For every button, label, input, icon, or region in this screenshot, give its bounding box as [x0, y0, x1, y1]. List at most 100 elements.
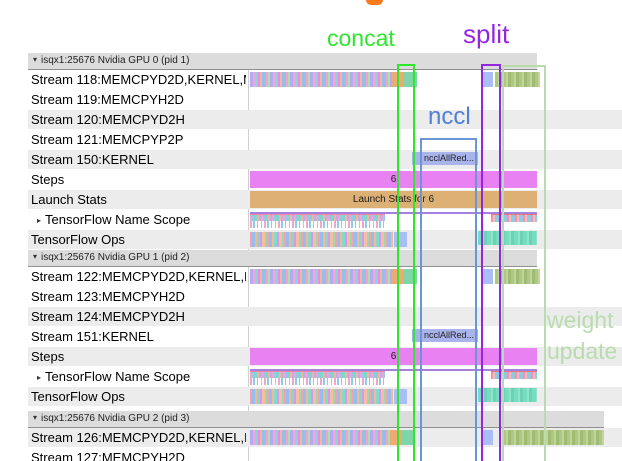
- track-row-label[interactable]: Stream 119:MEMCPYH2D: [31, 92, 246, 109]
- gpu-section-header[interactable]: ▾isqx1:25676 Nvidia GPU 0 (pid 1): [28, 53, 537, 70]
- expand-triangle-icon[interactable]: ▸: [37, 373, 42, 382]
- track-row-label-text: Stream 122:MEMCPYD2D,KERNEL,MI: [31, 269, 246, 284]
- track-row-label-text: Stream 151:KERNEL: [31, 329, 154, 344]
- trace-event-segment-dense[interactable]: [250, 72, 392, 87]
- track-row-label-text: Stream 121:MEMCPYP2P: [31, 132, 184, 147]
- concat-annotation-box: [397, 64, 415, 461]
- row-zebra-stripe: [28, 307, 622, 326]
- track-row-label[interactable]: Stream 127:MEMCPYH2D: [31, 450, 246, 461]
- track-row: Stream 123:MEMCPYH2D: [0, 287, 622, 307]
- gpu-section-header[interactable]: ▾isqx1:25676 Nvidia GPU 2 (pid 3): [28, 411, 604, 428]
- track-row-label-text: Stream 126:MEMCPYD2D,KERNEL,MI: [31, 430, 246, 445]
- track-row-label[interactable]: TensorFlow Ops: [31, 389, 246, 406]
- collapse-triangle-icon[interactable]: ▾: [33, 252, 38, 261]
- track-row: Stream 118:MEMCPYD2D,KERNEL,ME: [0, 70, 622, 90]
- trace-event-segment-teal[interactable]: [401, 430, 413, 445]
- track-row-label[interactable]: ▸TensorFlow Name Scope: [37, 212, 252, 229]
- track-row-label[interactable]: Stream 126:MEMCPYD2D,KERNEL,MI: [31, 430, 246, 447]
- track-row: Steps 6: [0, 170, 622, 190]
- track-row: ▸TensorFlow Name Scope: [0, 210, 622, 230]
- track-row-label[interactable]: Stream 121:MEMCPYP2P: [31, 132, 246, 149]
- nccl-annotation-label: nccl: [428, 103, 471, 130]
- track-row: Stream 121:MEMCPYP2P: [0, 130, 622, 150]
- track-row: Stream 124:MEMCPYD2H: [0, 307, 622, 327]
- track-row-label-text: Stream 124:MEMCPYD2H: [31, 309, 185, 324]
- gpu-section-header-label: ▾isqx1:25676 Nvidia GPU 1 (pid 2): [33, 252, 189, 263]
- name-scope-span-line[interactable]: [250, 212, 537, 214]
- gpu-section-header[interactable]: ▾isqx1:25676 Nvidia GPU 1 (pid 2): [28, 250, 537, 267]
- track-row-label-text: TensorFlow Ops: [31, 389, 125, 404]
- trace-event-segment-dense[interactable]: [250, 430, 390, 445]
- steps-bar-label: 6: [390, 174, 397, 185]
- gpu-section-header-text: isqx1:25676 Nvidia GPU 2 (pid 3): [41, 413, 190, 424]
- track-row-label[interactable]: Launch Stats: [31, 192, 246, 209]
- track-row-label[interactable]: Steps: [31, 172, 246, 189]
- track-row: TensorFlow Ops: [0, 387, 622, 407]
- name-scope-right-chunk[interactable]: [491, 214, 537, 222]
- trace-event-segment-blue[interactable]: [481, 269, 493, 284]
- track-row-label[interactable]: TensorFlow Ops: [31, 232, 246, 249]
- trace-event-segment-blue[interactable]: [481, 72, 493, 87]
- name-scope-icicle-bottom: [250, 378, 385, 385]
- trace-event-segment-greenstripe[interactable]: [495, 72, 540, 87]
- trace-event-segment-greenstripe[interactable]: [495, 269, 540, 284]
- gpu-section-header-label: ▾isqx1:25676 Nvidia GPU 0 (pid 1): [33, 55, 189, 66]
- track-row-label-text: TensorFlow Name Scope: [45, 212, 191, 227]
- track-row-label[interactable]: Stream 120:MEMCPYD2H: [31, 112, 246, 129]
- expand-triangle-icon[interactable]: ▸: [37, 216, 42, 225]
- track-row: Stream 120:MEMCPYD2H: [0, 110, 622, 130]
- launch-stats-bar[interactable]: [250, 191, 537, 208]
- track-row-label-text: Stream 119:MEMCPYH2D: [31, 92, 184, 107]
- track-row-label-text: Stream 127:MEMCPYH2D: [31, 450, 185, 461]
- track-row-label[interactable]: Stream 122:MEMCPYD2D,KERNEL,MI: [31, 269, 246, 286]
- trace-event-segment-blue[interactable]: [481, 430, 493, 445]
- track-row-label-text: Stream 150:KERNEL: [31, 152, 154, 167]
- gpu-section-header-label: ▾isqx1:25676 Nvidia GPU 2 (pid 3): [33, 413, 189, 424]
- launch-stats-bar-label: Launch Stats for 6: [352, 194, 435, 205]
- nccl-allreduce-event-bar[interactable]: ncclAllRed...: [412, 329, 478, 342]
- split-annotation-label: split: [463, 19, 510, 49]
- track-row: Stream 119:MEMCPYH2D: [0, 90, 622, 110]
- track-row-label[interactable]: Stream 123:MEMCPYH2D: [31, 289, 246, 306]
- collapse-triangle-icon[interactable]: ▾: [33, 55, 38, 64]
- track-row-label[interactable]: Stream 150:KERNEL: [31, 152, 246, 169]
- trace-event-segment-orange[interactable]: [390, 430, 401, 445]
- name-scope-span-line[interactable]: [250, 369, 537, 371]
- track-row: Stream 126:MEMCPYD2D,KERNEL,MI: [0, 428, 622, 448]
- track-row-label-text: Stream 118:MEMCPYD2D,KERNEL,ME: [31, 72, 246, 87]
- track-row: Stream 151:KERNEL ncclAllRed...: [0, 327, 622, 347]
- track-row-label[interactable]: Stream 124:MEMCPYD2H: [31, 309, 246, 326]
- name-scope-icicle-bars[interactable]: [250, 214, 385, 228]
- trace-event-segment-tealstripe[interactable]: [478, 231, 537, 245]
- track-row-label[interactable]: Stream 151:KERNEL: [31, 329, 246, 346]
- concat-annotation-label: concat: [327, 25, 395, 51]
- name-scope-right-chunk[interactable]: [491, 371, 537, 379]
- track-row-label[interactable]: Stream 118:MEMCPYD2D,KERNEL,ME: [31, 72, 246, 89]
- trace-event-segment-tealstripe[interactable]: [478, 388, 537, 402]
- trace-event-segment-dense[interactable]: [250, 269, 392, 284]
- nccl-allreduce-event-bar[interactable]: ncclAllRed...: [412, 152, 478, 165]
- track-row: Stream 150:KERNEL ncclAllRed...: [0, 150, 622, 170]
- collapse-triangle-icon[interactable]: ▾: [33, 413, 38, 422]
- nccl-annotation-box: [420, 138, 477, 461]
- name-scope-icicle-top: [250, 215, 385, 221]
- name-scope-icicle-bottom: [250, 221, 385, 228]
- track-row: TensorFlow Ops: [0, 230, 622, 250]
- track-row: Stream 122:MEMCPYD2D,KERNEL,MI: [0, 267, 622, 287]
- trace-event-segment-greenstripe[interactable]: [503, 430, 604, 445]
- name-scope-icicle-bars[interactable]: [250, 371, 385, 385]
- trace-event-segment-dense2[interactable]: [250, 232, 393, 247]
- gpu-section-header-text: isqx1:25676 Nvidia GPU 0 (pid 1): [41, 55, 190, 66]
- track-row-label-text: TensorFlow Ops: [31, 232, 125, 247]
- steps-bar-label: 6: [390, 351, 397, 362]
- steps-bar[interactable]: [250, 348, 537, 365]
- steps-bar[interactable]: [250, 171, 537, 188]
- track-row: Steps 6: [0, 347, 622, 367]
- trace-event-segment-dense2[interactable]: [250, 389, 393, 404]
- track-row-label[interactable]: Steps: [31, 349, 246, 366]
- track-row-label-text: Stream 120:MEMCPYD2H: [31, 112, 185, 127]
- track-row-label[interactable]: ▸TensorFlow Name Scope: [37, 369, 252, 386]
- split-annotation-box: [481, 64, 501, 461]
- track-row: Launch Stats Launch Stats for 6: [0, 190, 622, 210]
